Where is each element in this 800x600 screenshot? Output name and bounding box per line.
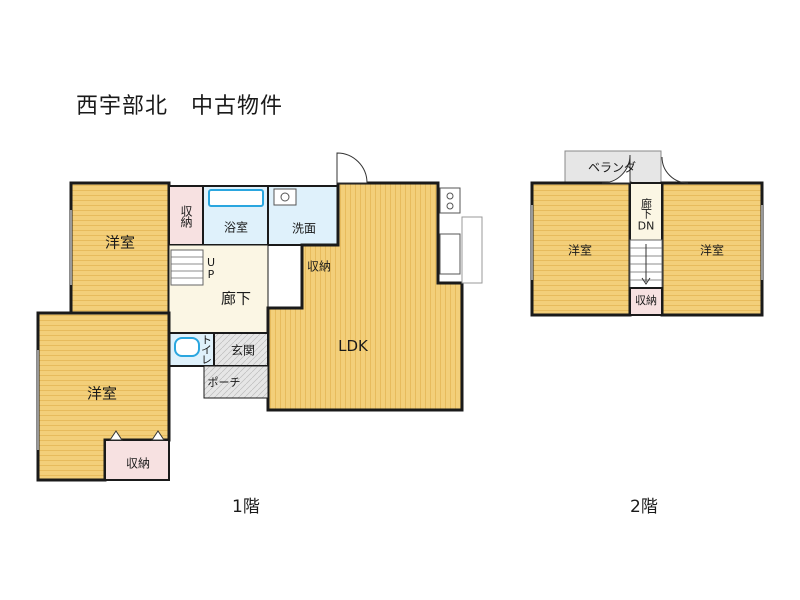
- room-youshitsu-left: [530, 181, 632, 317]
- label-youshitsu-right: 洋室: [699, 243, 725, 258]
- label-shuno-mid: 収納: [306, 259, 332, 274]
- label-porch: ポーチ: [207, 376, 241, 389]
- floor-label-2f: 2階: [630, 497, 658, 517]
- label-youshitsu-top: 洋室: [104, 233, 136, 252]
- label-yokushitsu: 浴室: [223, 220, 249, 235]
- label-rouka-2f: 廊下: [639, 198, 653, 218]
- room-porch: [203, 365, 269, 399]
- room-youshitsu-right: [660, 181, 764, 317]
- label-veranda: ベランダ: [587, 160, 637, 175]
- label-up: UP: [204, 256, 218, 280]
- label-shuno-bottom: 収納: [125, 456, 151, 471]
- label-rouka: 廊下: [220, 289, 252, 308]
- label-shuno-2f: 収納: [635, 294, 657, 307]
- room-veranda: [564, 150, 662, 184]
- label-toilet: トイレ: [199, 334, 213, 364]
- label-shuno-top: 収納: [179, 205, 193, 227]
- room-shuno-2f: [629, 287, 663, 316]
- page-title: 西宇部北 中古物件: [76, 94, 284, 119]
- label-ldk: LDK: [338, 337, 368, 355]
- room-ldk: [266, 181, 464, 412]
- label-senmen: 洗面: [291, 221, 317, 236]
- room-shuno-bottom: [104, 439, 170, 481]
- floor-label-1f: 1階: [232, 497, 260, 517]
- first-floor: [36, 152, 483, 482]
- label-youshitsu-bottom: 洋室: [86, 384, 118, 403]
- label-dn: DN: [637, 219, 655, 233]
- second-floor: [530, 150, 764, 317]
- label-genkan: 玄関: [230, 343, 256, 358]
- label-youshitsu-left: 洋室: [567, 243, 593, 258]
